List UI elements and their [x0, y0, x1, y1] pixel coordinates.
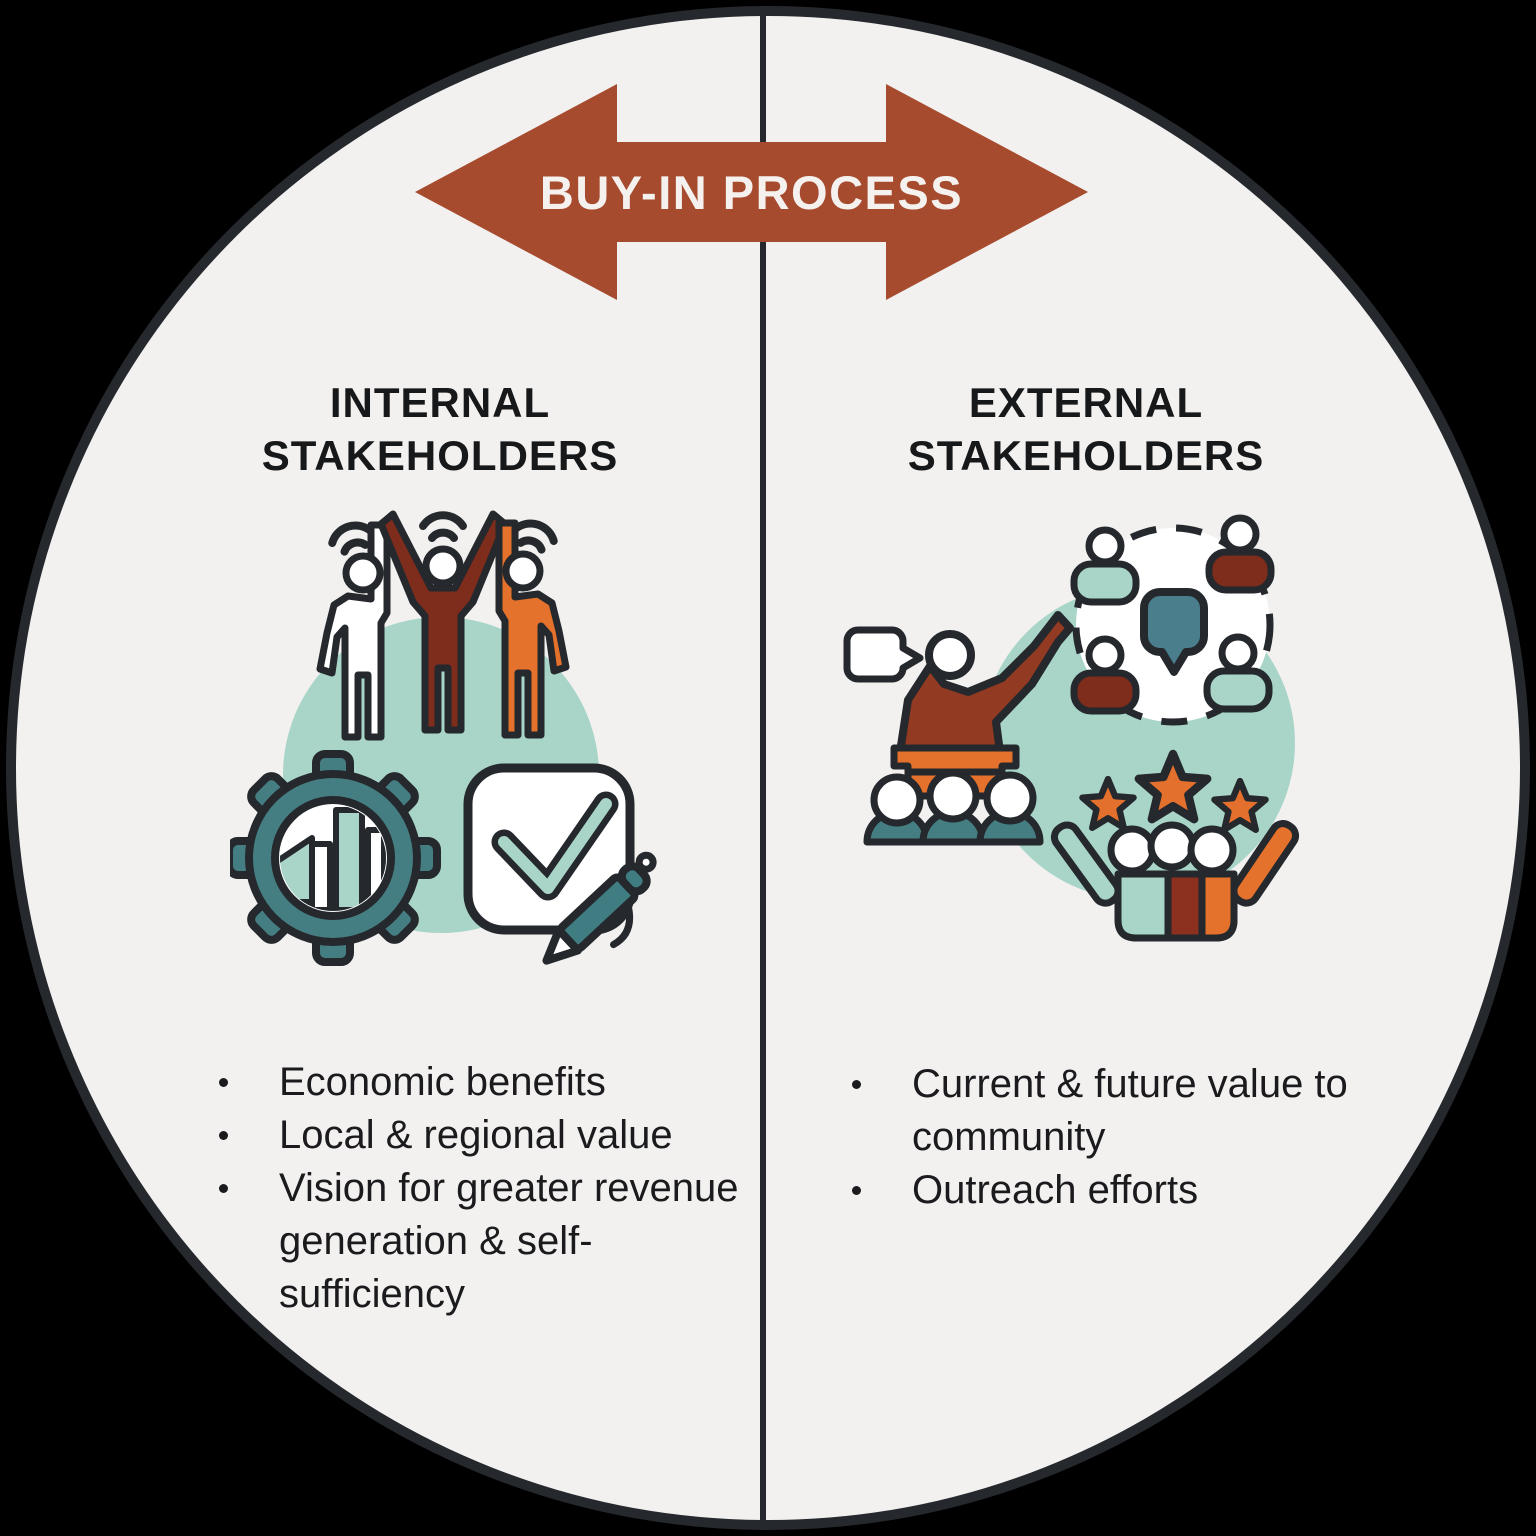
list-item: Vision for greater revenue generation & … [205, 1162, 765, 1321]
external-bullet-list: Current & future value to community Outr… [838, 1058, 1398, 1217]
list-item: Economic benefits [205, 1056, 765, 1109]
external-illustration [843, 514, 1300, 942]
roundtable-discussion-icon [1070, 514, 1275, 726]
arrow-label: BUY-IN PROCESS [539, 165, 964, 219]
list-item: Local & regional value [205, 1109, 765, 1162]
hands-holding-community-icon [1050, 820, 1300, 942]
speech-bubble-icon [843, 626, 924, 683]
check-square-icon [463, 763, 635, 935]
double-arrow-icon [415, 84, 1088, 300]
gear-city-icon [230, 750, 441, 966]
list-item: Outreach efforts [838, 1164, 1398, 1217]
pen-icon [542, 851, 657, 965]
center-divider-line [760, 10, 766, 1528]
internal-illustration [230, 510, 657, 966]
audience-icon [863, 769, 1044, 846]
external-stakeholders-title: EXTERNAL STAKEHOLDERS [907, 379, 1265, 479]
list-item: Current & future value to community [838, 1058, 1398, 1164]
internal-stakeholders-title: INTERNAL STAKEHOLDERS [261, 379, 619, 479]
internal-bullet-list: Economic benefits Local & regional value… [205, 1056, 765, 1321]
buy-in-process-arrow: BUY-IN PROCESS [415, 84, 1088, 300]
team-high-five-icon [316, 510, 570, 741]
